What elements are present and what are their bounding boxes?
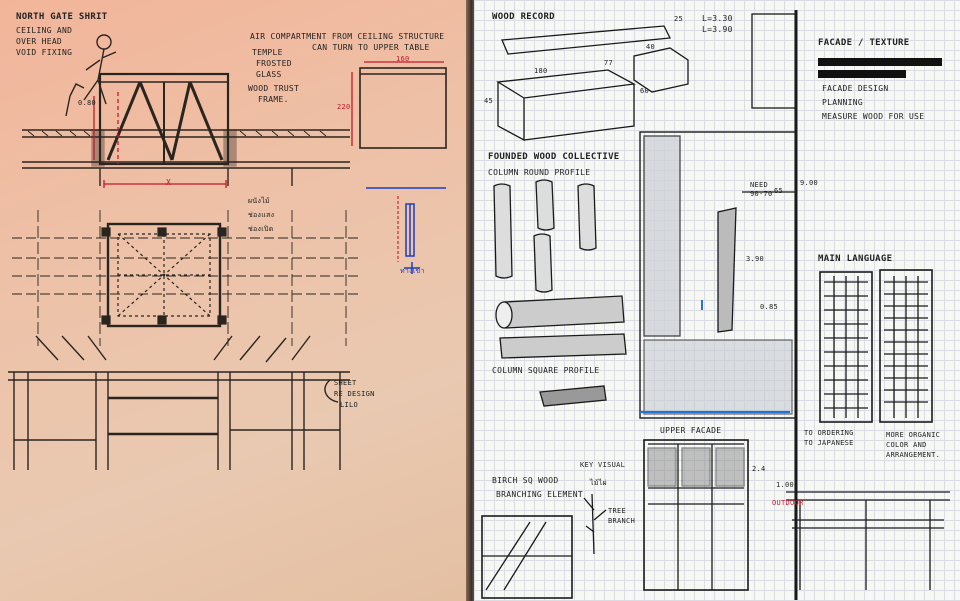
note-column-round: COLUMN ROUND PROFILE xyxy=(488,168,591,177)
note-birch: BIRCH SQ WOOD xyxy=(492,476,559,485)
dim-l390: L=3.90 xyxy=(702,25,733,34)
note-thai-1: ผนังไม้ xyxy=(248,197,270,205)
note-main-language: MAIN LANGUAGE xyxy=(818,254,893,264)
dim-085: 0.85 xyxy=(760,303,779,311)
note-thai-2: ช่องแสง xyxy=(248,211,275,219)
note-outdoor: OUTDOOR xyxy=(772,499,804,507)
dim-180: 180 xyxy=(534,67,548,75)
note-upper-facade: UPPER FACADE xyxy=(660,426,722,435)
dim-160: 160 xyxy=(396,55,410,63)
right-notebook-page: WOOD RECORD L=3.30 L=3.90 25 40 180 77 4… xyxy=(474,0,960,601)
note-to-japanese: TO JAPANESE xyxy=(804,439,854,447)
note-need: NEED xyxy=(750,181,769,189)
note-temple: TEMPLE xyxy=(252,48,283,57)
note-wood-record: WOOD RECORD xyxy=(492,12,555,22)
note-facade-texture: FACADE / TEXTURE xyxy=(818,38,910,48)
note-ref: LILO xyxy=(340,401,359,409)
left-notebook-page: NORTH GATE SHRIT CEILING AND OVER HEAD V… xyxy=(0,0,470,601)
note-air-compartment: AIR COMPARTMENT FROM CEILING STRUCTURE xyxy=(250,32,445,41)
note-planning: PLANNING xyxy=(822,98,863,107)
note-need-dim: 90-70 xyxy=(750,190,773,198)
dim-25: 25 xyxy=(674,15,684,23)
note-overhead: OVER HEAD xyxy=(16,37,63,46)
dim-l330: L=3.30 xyxy=(702,14,733,23)
note-void-fixing: VOID FIXING xyxy=(16,48,73,57)
note-tree: TREE xyxy=(608,507,627,515)
note-branch: BRANCH xyxy=(608,517,636,525)
right-page-sketches xyxy=(481,10,950,600)
note-frosted: FROSTED xyxy=(256,59,292,68)
note-frame: FRAME. xyxy=(258,95,289,104)
note-can-turn: CAN TURN TO UPPER TABLE xyxy=(312,43,430,52)
note-re-design: RE DESIGN xyxy=(334,390,375,398)
dim-77: 77 xyxy=(604,59,614,67)
note-arrangement: ARRANGEMENT. xyxy=(886,451,941,459)
note-to-ordering: TO ORDERING xyxy=(804,429,854,437)
note-branching: BRANCHING ELEMENT xyxy=(496,490,583,499)
note-color-and: COLOR AND xyxy=(886,441,927,449)
note-measure-wood: MEASURE WOOD FOR USE xyxy=(822,112,925,121)
note-column-square: COLUMN SQUARE PROFILE xyxy=(492,366,600,375)
note-glass: GLASS xyxy=(256,70,282,79)
dim-40: 40 xyxy=(646,43,656,51)
dim-900: 9.00 xyxy=(800,179,819,187)
dim-x: X xyxy=(166,178,172,187)
dim-220: 220 xyxy=(337,103,351,111)
note-thai-3: ช่องเปิด xyxy=(248,225,274,233)
note-more-organic: MORE ORGANIC xyxy=(886,431,941,439)
dim-080: 0.80 xyxy=(78,99,97,107)
dim-24: 2.4 xyxy=(752,465,766,473)
note-key-visual: KEY VISUAL xyxy=(580,461,626,469)
note-sheet: SHEET xyxy=(334,379,357,387)
note-founded-wood: FOUNDED WOOD COLLECTIVE xyxy=(488,152,620,162)
note-wood-truss: WOOD TRUST xyxy=(248,84,300,93)
dim-65: 65 xyxy=(774,187,784,195)
dim-100: 1.00 xyxy=(776,481,795,489)
note-north-gate: NORTH GATE SHRIT xyxy=(16,12,108,22)
note-thai-r: ไม้ไผ่ xyxy=(590,479,607,487)
dim-45: 45 xyxy=(484,97,494,105)
note-ceiling: CEILING AND xyxy=(16,26,73,35)
dim-390: 3.90 xyxy=(746,255,765,263)
note-blue-label: ทางเข้า xyxy=(400,267,425,275)
note-facade-design: FACADE DESIGN xyxy=(822,84,889,93)
dim-60: 60 xyxy=(640,87,650,95)
left-page-sketches xyxy=(8,34,447,470)
